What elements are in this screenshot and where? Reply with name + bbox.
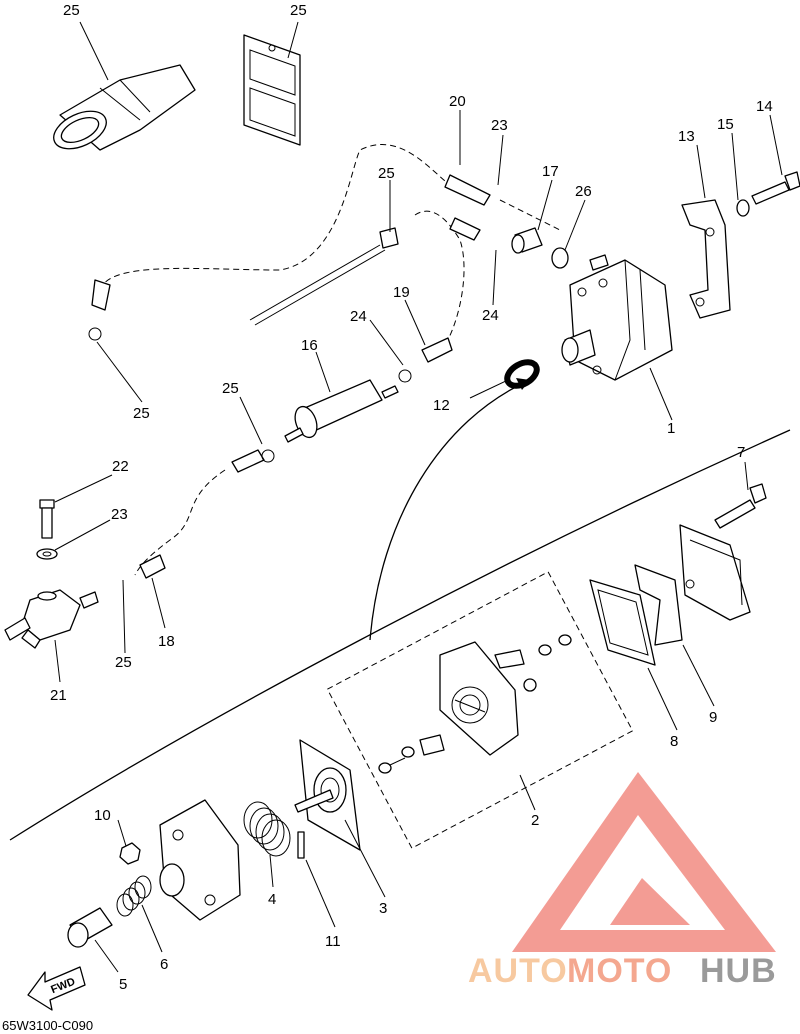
callout-25-middle: 25 — [222, 380, 239, 397]
part-12-o-ring — [504, 359, 540, 389]
callout-20: 20 — [449, 93, 466, 110]
callout-24-bottom: 24 — [482, 307, 499, 324]
callout-3: 3 — [379, 900, 387, 917]
callout-24-top: 23 — [491, 117, 508, 134]
callout-5: 5 — [119, 976, 127, 993]
part-7-bolt — [714, 483, 767, 529]
callout-7: 7 — [737, 444, 745, 461]
part-21-joint — [4, 589, 99, 649]
callout-15: 15 — [717, 116, 734, 133]
part-6-spring — [116, 875, 152, 917]
part-17-collar — [511, 227, 543, 254]
upper-hoses — [91, 144, 561, 363]
part-27-tie-strap — [249, 227, 399, 326]
callout-29: 25 — [63, 2, 80, 19]
callout-19: 19 — [393, 284, 410, 301]
watermark-hub: HUB — [700, 952, 777, 990]
callout-10: 10 — [94, 807, 111, 824]
callout-12: 12 — [433, 397, 450, 414]
callout-6: 6 — [160, 956, 168, 973]
part-3-diaphragm — [294, 739, 361, 851]
callout-1: 1 — [667, 420, 675, 437]
part-1-fuel-pump-assy — [561, 254, 673, 381]
callout-4: 4 — [268, 891, 276, 908]
part-9-shim — [634, 564, 683, 646]
callout-28: 25 — [290, 2, 307, 19]
callout-17: 17 — [542, 163, 559, 180]
callout-26: 26 — [575, 183, 592, 200]
callout-18: 18 — [158, 633, 175, 650]
watermark-text: AUTO MOTO HUB — [468, 952, 777, 990]
part-29-adaptor — [53, 64, 196, 151]
callout-16: 16 — [301, 337, 318, 354]
part-16-fuel-filter — [284, 379, 399, 443]
part-23-washer — [36, 548, 58, 560]
callout-9: 9 — [709, 709, 717, 726]
part-10-nut — [119, 842, 141, 865]
logo-triangle-inner — [560, 815, 725, 930]
callout-14: 14 — [756, 98, 773, 115]
part-28-label — [243, 34, 301, 146]
middle-hoses — [88, 327, 412, 579]
part-2-pump-body — [439, 641, 519, 756]
part-26-clip — [551, 247, 569, 269]
leader-lines — [54, 21, 783, 973]
callout-13: 13 — [678, 128, 695, 145]
callout-23: 23 — [111, 506, 128, 523]
part-5-plunger-housing — [67, 799, 241, 948]
callout-8: 8 — [670, 733, 678, 750]
part-2-screws — [378, 634, 572, 774]
callout-11: 11 — [325, 933, 341, 950]
callout-27: 25 — [378, 165, 395, 182]
callout-25-upper: 24 — [350, 308, 367, 325]
part-8-gasket — [589, 579, 656, 666]
callout-22: 22 — [112, 458, 129, 475]
watermark-auto: AUTO — [468, 952, 568, 990]
diagram-code: 65W3100-C090 — [2, 1018, 93, 1033]
callout-2: 2 — [531, 812, 539, 829]
part-11-pin — [297, 831, 305, 859]
callout-25-lower: 25 — [115, 654, 132, 671]
callout-21: 21 — [50, 687, 67, 704]
part-2-diaphragm-kit-frame — [326, 571, 634, 849]
fwd-arrow: FWD — [27, 966, 86, 1011]
part-13-bracket — [681, 199, 731, 319]
logo-triangle-core — [610, 878, 690, 925]
part-9-cover — [679, 524, 751, 621]
section-divider-line — [9, 429, 791, 841]
zoom-connector-curve — [369, 379, 531, 641]
watermark-logo — [512, 772, 776, 952]
part-22-bolt — [39, 499, 55, 539]
part-4-spring — [243, 801, 291, 857]
part-15-washer — [736, 199, 750, 217]
callout-numbers: 25 25 20 23 25 17 26 13 15 14 24 19 24 1… — [50, 2, 773, 993]
part-14-bolt — [751, 171, 800, 205]
watermark-moto: MOTO — [567, 952, 672, 990]
callout-25-left: 25 — [133, 405, 150, 422]
